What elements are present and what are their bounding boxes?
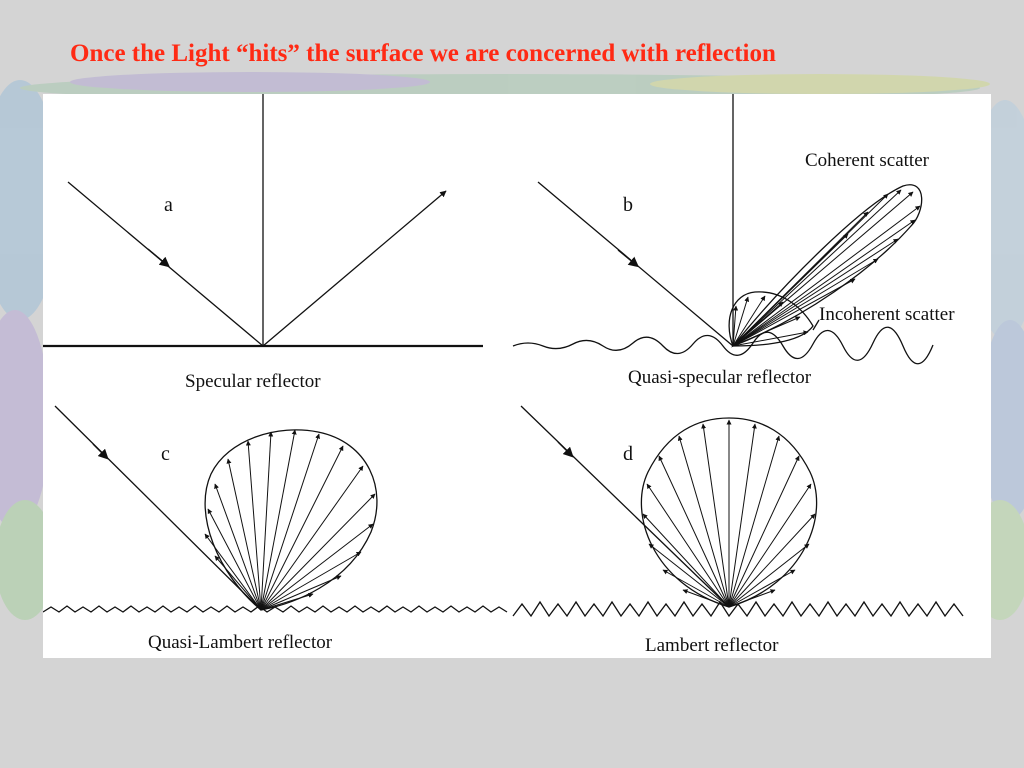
panel-c-caption: Quasi-Lambert reflector [148,632,333,653]
surface-rough-slight [512,326,934,365]
panel-a-caption: Specular reflector [185,371,321,392]
incoherent-scatter-rays [732,295,809,347]
reflection-diagram-svg: a Specular reflector [43,94,964,656]
incident-arrow-icon-d [557,441,574,458]
panel-b-incoherent-label: Incoherent scatter [819,304,955,325]
lambert-rays [642,419,816,608]
panel-c-quasi-lambert [43,405,508,613]
incident-ray-c [54,405,262,611]
incoherent-pointer [812,319,820,331]
panel-d-lambert [512,405,964,618]
panel-d-caption: Lambert reflector [645,635,779,656]
incident-ray-b [537,181,734,347]
panel-b-letter: b [623,194,633,216]
panel-b-coherent-label: Coherent scatter [805,150,930,171]
panel-b-caption: Quasi-specular reflector [628,367,812,388]
coherent-scatter-rays [732,189,921,347]
reflected-ray [262,190,447,347]
panel-b-quasi-specular [512,94,934,365]
slide-title: Once the Light “hits” the surface we are… [70,40,776,67]
reflection-diagram: a Specular reflector [43,94,991,658]
incident-arrow-icon [147,248,170,268]
incoherent-scatter-lobe [728,291,814,347]
panel-a-specular [43,94,483,348]
coherent-scatter-lobe [730,184,923,348]
quasi-lambert-lobe [204,429,378,611]
quasi-lambert-rays [204,429,376,611]
incident-arrow-icon-c [92,443,109,460]
panel-a-letter: a [164,194,173,216]
panel-c-letter: c [161,443,170,465]
incident-ray-d [520,405,730,608]
panel-d-letter: d [623,443,633,465]
lambert-lobe [640,417,818,608]
incident-arrow-icon-b [617,249,640,268]
